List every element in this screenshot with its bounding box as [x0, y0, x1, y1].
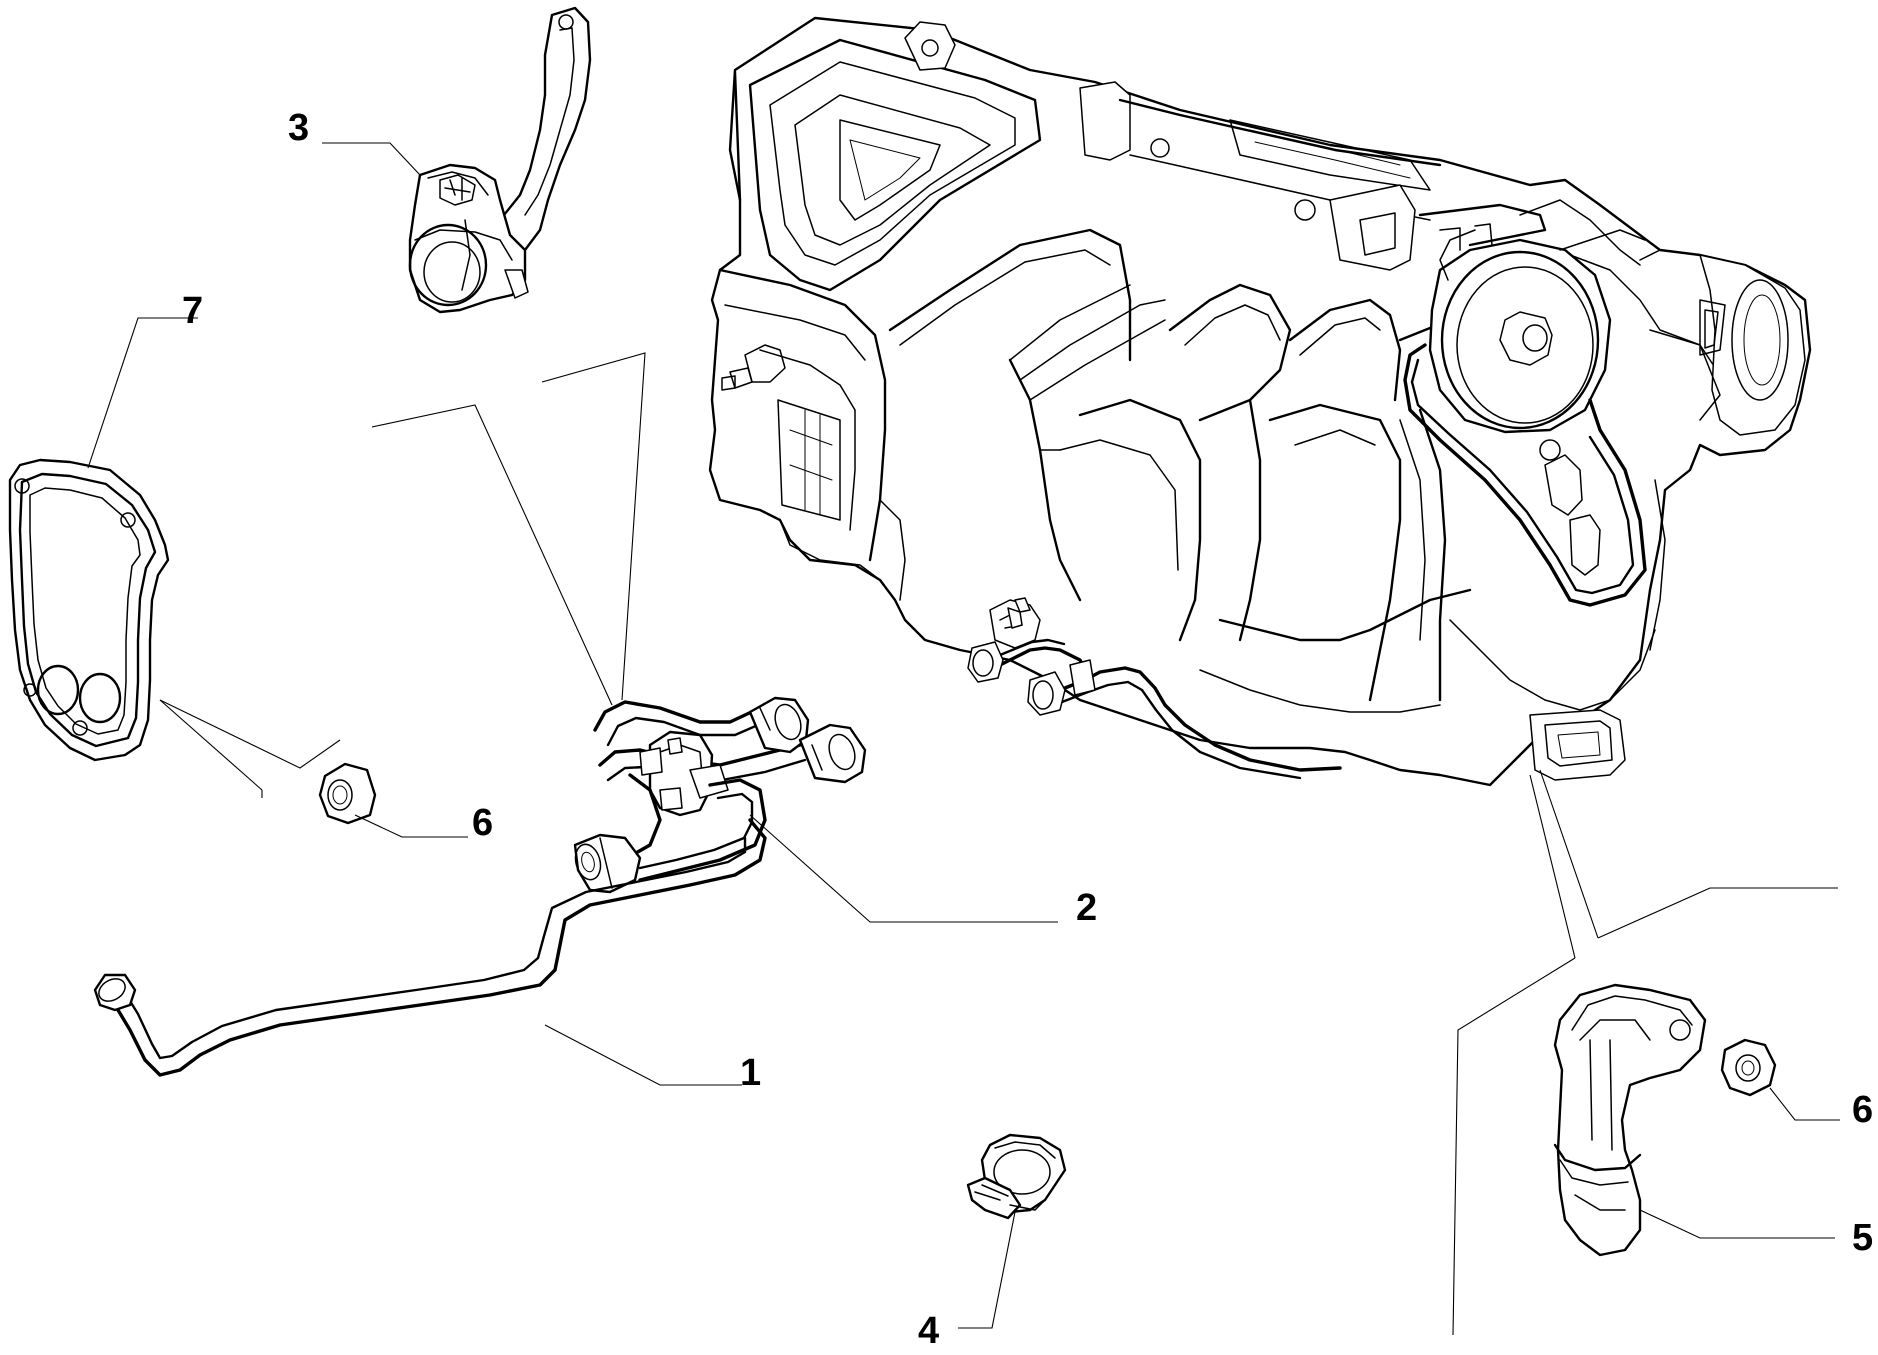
part-3-bracket-clip [408, 6, 592, 314]
callout-1: 1 [740, 1052, 761, 1094]
part-1-heater-pipe [93, 818, 767, 1077]
heater-unit-housing [708, 16, 1812, 787]
part-5-elbow-duct [1553, 983, 1707, 1257]
callout-6-right: 6 [1852, 1089, 1873, 1131]
callout-5: 5 [1852, 1217, 1873, 1259]
part-7-gasket-plate [8, 458, 170, 762]
leader-lines [87, 142, 1840, 1336]
part-2-hose-valve-assembly [573, 696, 867, 894]
callout-4: 4 [918, 1310, 939, 1352]
part-6-nut-left [318, 762, 377, 825]
callout-6-left: 6 [472, 802, 493, 844]
callout-labels: 3 7 6 2 1 4 6 5 [182, 107, 1873, 1352]
callout-7: 7 [182, 290, 203, 332]
blower-motor [1428, 229, 1646, 434]
part-6-nut-right [1720, 1038, 1777, 1097]
callout-2: 2 [1076, 887, 1097, 929]
callout-3: 3 [288, 107, 309, 149]
part-4-hose-clamp [966, 1133, 1067, 1220]
